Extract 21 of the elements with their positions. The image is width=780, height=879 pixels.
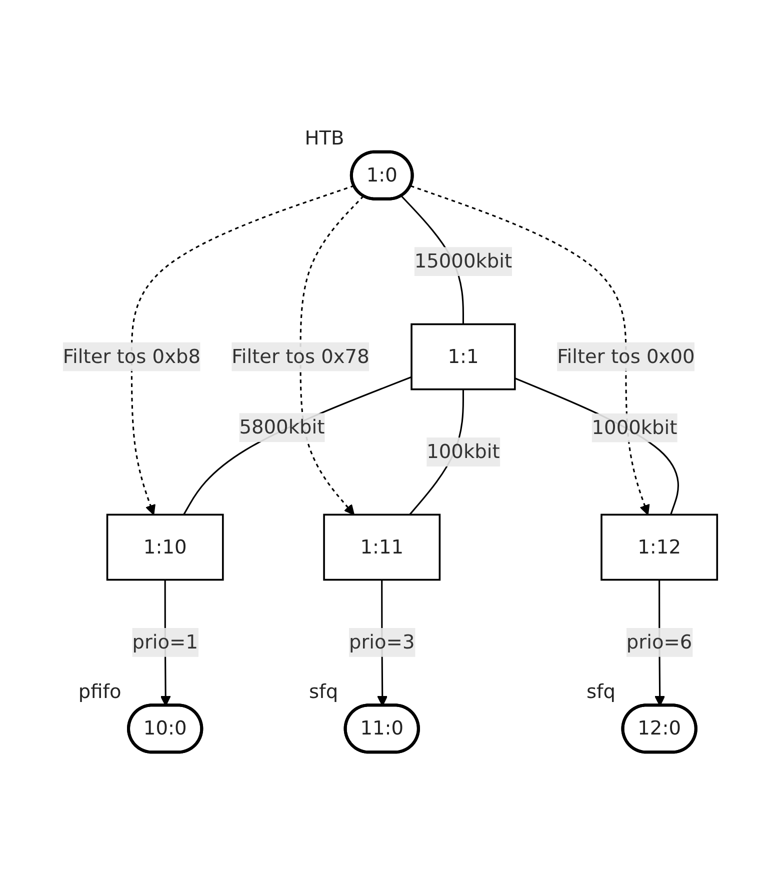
edge-label: Filter tos 0x00 bbox=[557, 344, 695, 368]
connector bbox=[183, 376, 412, 515]
node-caption: HTB bbox=[304, 126, 344, 150]
edge-label: Filter tos 0x78 bbox=[232, 344, 370, 368]
edge-label: Filter tos 0xb8 bbox=[62, 344, 200, 368]
edge-label: prio=6 bbox=[626, 630, 692, 653]
edge-label: 1000kbit bbox=[592, 415, 678, 438]
edge-label: 5800kbit bbox=[239, 415, 325, 438]
node-box: 1:11 bbox=[323, 513, 441, 580]
node-box: 1:10 bbox=[106, 513, 224, 580]
edge-label: prio=1 bbox=[132, 630, 198, 653]
node-box: 1:1 bbox=[410, 322, 516, 390]
connector bbox=[514, 377, 679, 514]
edge-label: prio=3 bbox=[348, 630, 415, 653]
arrow bbox=[130, 184, 354, 515]
node-caption: pfifo bbox=[78, 679, 122, 702]
node-caption: sfq bbox=[309, 679, 338, 702]
edge-label: 15000kbit bbox=[414, 249, 512, 272]
edge-label: 100kbit bbox=[426, 439, 500, 462]
node-caption: sfq bbox=[586, 679, 616, 702]
node-box: 1:12 bbox=[600, 513, 718, 580]
